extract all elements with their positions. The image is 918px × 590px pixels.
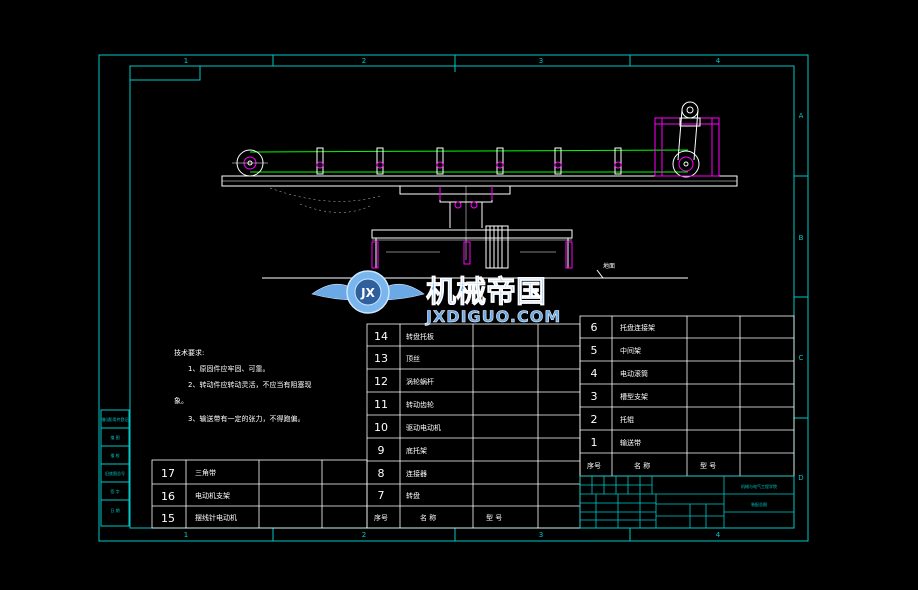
title-block-drawing: 装配总图 [751,501,767,507]
conveyor-assembly [221,101,738,279]
title-block: 机械与电气工程学院 装配总图 [579,475,795,529]
part-11-name: 转动齿轮 [406,400,434,409]
notes-heading: 技术要求: [174,348,204,357]
idler-rollers [314,147,624,177]
watermark-logo-text: JX [360,286,375,300]
part-8-no: 8 [378,467,385,480]
left-registration-strip: 借(通)用件登记 描 图 描 校 旧底图总号 签 字 日 期 [100,409,130,527]
part-12-name: 涡轮蜗杆 [406,377,434,386]
tail-pulley [232,149,268,177]
notes-line-2: 2、转动件应转动灵活，不应当有阻塞现 [188,380,311,389]
parts-table-right: 6 托盘连接架 5 中间架 4 电动滚筒 3 槽型支架 2 托辊 1 输送带 序… [579,315,795,477]
technical-notes: 技术要求: 1、原固件应牢固、可靠。 2、转动件应转动灵活，不应当有阻塞现 象。… [174,348,311,423]
strip-cell-6: 日 期 [110,507,119,513]
part-16-no: 16 [161,490,175,503]
header-middle-no: 序号 [374,513,388,522]
col-number-top-2: 2 [362,57,366,65]
part-3-no: 3 [591,390,598,403]
part-2-no: 2 [591,413,598,426]
row-letter-a: A [799,112,804,120]
frame-column-numbers: 1 2 3 4 1 2 3 4 [184,57,721,539]
part-7-no: 7 [378,489,385,502]
col-number-bottom-1: 1 [184,531,188,539]
part-6-no: 6 [591,321,598,334]
row-letter-d: D [798,474,803,482]
notes-line-4: 3、输送带有一定的张力，不得跑偏。 [188,414,304,423]
part-2-name: 托辊 [620,415,634,424]
turntable-column [399,185,511,260]
motor-support-frame [654,101,720,177]
row-letter-c: C [799,354,804,362]
part-15-name: 摆线针电动机 [195,513,237,522]
base-stand [371,225,573,269]
watermark-logo: JX 机械帝国 JXDIGUO.COM [311,270,561,326]
part-14-name: 转盘托板 [406,332,434,341]
header-middle-name: 名 称 [420,513,436,522]
part-9-name: 底托架 [406,446,427,455]
part-10-name: 驱动电动机 [406,423,441,432]
col-number-bottom-2: 2 [362,531,366,539]
col-number-top-4: 4 [716,57,721,65]
part-4-no: 4 [591,367,598,380]
parts-table-middle: 14 转盘托板 13 顶丝 12 涡轮蜗杆 11 转动齿轮 10 驱动电动机 9… [366,323,581,529]
notes-line-1: 1、原固件应牢固、可靠。 [188,364,269,373]
part-13-no: 13 [374,352,388,365]
part-16-name: 电动机支架 [195,491,230,500]
col-number-top-3: 3 [539,57,543,65]
col-number-bottom-4: 4 [716,531,721,539]
header-right-name: 名 称 [634,461,650,470]
part-17-no: 17 [161,467,175,480]
watermark-name: 机械帝国 [426,275,546,310]
strip-cell-5: 签 字 [110,488,119,494]
strip-cell-1: 借(通)用件登记 [101,416,128,422]
part-11-no: 11 [374,398,388,411]
belt-top [249,149,689,153]
notes-line-3: 象。 [174,396,188,405]
title-block-school: 机械与电气工程学院 [741,483,777,489]
part-14-no: 14 [374,330,388,343]
part-12-no: 12 [374,375,388,388]
part-5-no: 5 [591,344,598,357]
header-right-no: 序号 [587,461,601,470]
parts-table-left: 17 三角带 16 电动机支架 15 摆线针电动机 [151,459,368,529]
part-3-name: 槽型支架 [620,392,648,401]
part-17-name: 三角带 [195,468,216,477]
part-1-no: 1 [591,436,598,449]
row-letter-b: B [799,234,804,242]
strip-cell-2: 描 图 [110,434,119,440]
head-pulley [672,150,700,178]
header-right-spec: 型 号 [700,461,716,470]
part-8-name: 连接器 [406,469,427,478]
col-number-top-1: 1 [184,57,188,65]
ground-label: 地面 [603,262,615,270]
strip-cell-4: 旧底图总号 [105,470,125,476]
part-1-name: 输送带 [620,438,641,447]
header-middle-spec: 型 号 [486,513,502,522]
part-6-name: 托盘连接架 [620,323,655,332]
part-7-name: 转盘 [406,491,420,500]
watermark-domain: JXDIGUO.COM [425,307,561,326]
strip-cell-3: 描 校 [110,452,119,458]
col-number-bottom-3: 3 [539,531,543,539]
part-5-name: 中间架 [620,346,641,355]
part-9-no: 9 [378,444,385,457]
part-4-name: 电动滚筒 [620,369,648,378]
part-15-no: 15 [161,512,175,525]
part-13-name: 顶丝 [406,354,420,363]
part-10-no: 10 [374,421,388,434]
frame-row-letters: A B C D [798,112,803,482]
